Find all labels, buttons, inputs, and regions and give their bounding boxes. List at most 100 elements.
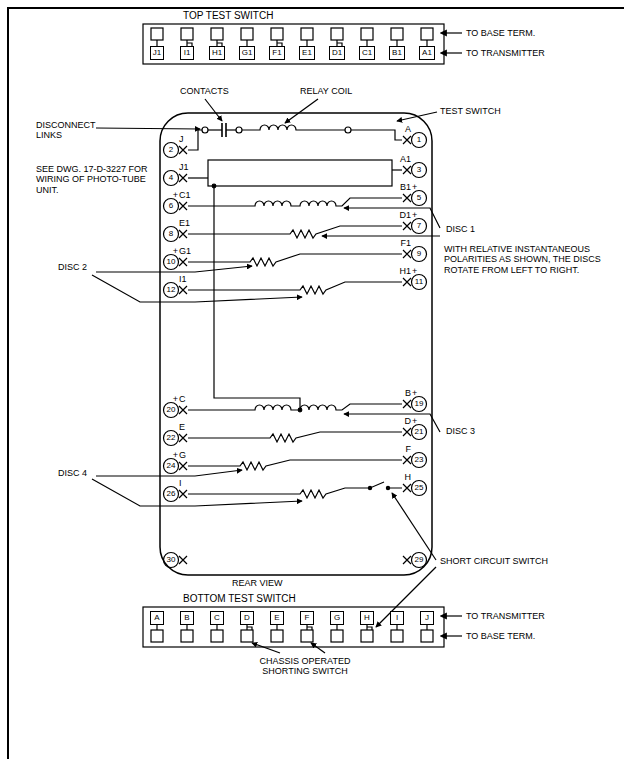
- terminal-letter: E1: [179, 218, 190, 228]
- arrow-line: [446, 635, 462, 636]
- terminal-circle: [164, 553, 179, 568]
- terminal-circle: [412, 247, 427, 262]
- terminal-mark: [179, 490, 187, 498]
- terminal-letter: H: [405, 472, 412, 482]
- terminal-letter: B1: [392, 48, 402, 57]
- callout-label: WITH RELATIVE INSTANTANEOUS POLARITIES A…: [444, 244, 614, 275]
- switch-terminal: J1: [150, 46, 164, 60]
- terminal-mark: [403, 250, 411, 258]
- terminal-number: 25: [415, 484, 424, 492]
- switch-link: [276, 625, 277, 630]
- callout-label: DISC 2: [58, 262, 87, 272]
- switch-terminal: A: [150, 611, 164, 625]
- switch-terminal: F: [300, 611, 314, 625]
- shorting-switch-symbol: [247, 627, 252, 630]
- switch-terminal-square: [421, 28, 433, 40]
- terminal-circle: [164, 431, 179, 446]
- switch-terminal-square: [301, 28, 313, 40]
- callout-label: TO TRANSMITTER: [466, 611, 545, 621]
- switch-terminal: C: [210, 611, 224, 625]
- terminal-circle: [412, 133, 427, 148]
- terminal-letter: C: [179, 394, 186, 404]
- wire: [208, 129, 222, 130]
- terminal-circle: [412, 275, 427, 290]
- terminal-mark: [403, 222, 411, 230]
- wire-loop: [208, 160, 392, 186]
- terminal-letter: A1: [400, 154, 411, 164]
- terminal-mark: [179, 202, 187, 210]
- contacts-symbol: [222, 123, 226, 137]
- terminal-mark: [179, 286, 187, 294]
- switch-terminal-square: [151, 28, 163, 40]
- terminal-letter: C1: [179, 190, 191, 200]
- terminal-circle: [412, 219, 427, 234]
- callout-label: SEE DWG. 17-D-3227 FOR WIRING OF PHOTO-T…: [36, 164, 148, 195]
- terminal-number: 3: [417, 166, 421, 174]
- terminal-mark: [179, 434, 187, 442]
- test-switch: BOTTOM TEST SWITCHABCDEFGHIJ: [143, 593, 444, 649]
- polarity-mark: +: [412, 266, 417, 276]
- switch-terminal: I1: [180, 46, 194, 60]
- terminal-letter: E: [179, 422, 185, 432]
- terminal-number: 19: [415, 400, 424, 408]
- terminal-letter: J: [179, 134, 184, 144]
- terminal-circle: [164, 227, 179, 242]
- terminal-letter: F1: [400, 238, 411, 248]
- arrow-line: [446, 32, 462, 33]
- leader-line: [397, 112, 437, 121]
- callout-label: SHORT CIRCUIT SWITCH: [440, 556, 548, 566]
- wire: [392, 169, 402, 170]
- callout-label: REAR VIEW: [232, 578, 283, 588]
- terminal-letter: F1: [272, 48, 281, 57]
- switch-terminal: H: [360, 611, 374, 625]
- terminal-letter: I1: [184, 48, 191, 57]
- terminal-number: 5: [417, 194, 421, 202]
- switch-link: [336, 625, 337, 630]
- switch-frame: [143, 24, 444, 64]
- callout-label: TO TRANSMITTER: [466, 48, 545, 58]
- leader-line: [92, 275, 302, 302]
- switch-contact: [386, 486, 389, 489]
- terminal-number: 8: [169, 230, 173, 238]
- current-coil: [188, 198, 402, 206]
- terminal-mark: [403, 194, 411, 202]
- polarity-mark: +: [173, 394, 178, 404]
- terminal-mark: [403, 278, 411, 286]
- terminal-letter: H1: [399, 266, 411, 276]
- switch-terminal: A1: [419, 46, 435, 60]
- leader-line: [376, 567, 436, 627]
- terminal-letter: A1: [422, 48, 432, 57]
- terminal-letter: G1: [179, 246, 191, 256]
- terminal-mark: [179, 146, 187, 154]
- resistor-winding: [188, 460, 402, 470]
- terminal-number: 1: [417, 136, 421, 144]
- polarity-mark: +: [412, 210, 417, 220]
- switch-terminal: I: [390, 611, 404, 625]
- callout-label: TEST SWITCH: [440, 106, 501, 116]
- switch-heading: BOTTOM TEST SWITCH: [183, 593, 296, 604]
- callout-label: TO BASE TERM.: [466, 28, 535, 38]
- callout-label: DISC 3: [446, 426, 475, 436]
- switch-pivot: [368, 486, 371, 489]
- terminal-number: 23: [415, 456, 424, 464]
- callout-label: DISC 1: [446, 224, 475, 234]
- terminal-mark: [403, 428, 411, 436]
- polarity-mark: +: [412, 416, 417, 426]
- resistor-winding: [188, 254, 402, 266]
- terminal-letter: I: [179, 478, 182, 488]
- switch-link: [156, 625, 157, 630]
- terminal-circle: [412, 481, 427, 496]
- leader-line: [285, 99, 318, 123]
- terminal-letter: D1: [399, 210, 411, 220]
- resistor-winding: [188, 282, 402, 294]
- leader-line: [322, 235, 440, 236]
- terminal-number: 10: [167, 258, 176, 266]
- terminal-letter: A: [405, 124, 411, 134]
- switch-terminal-square: [361, 28, 373, 40]
- terminal-mark: [179, 174, 187, 182]
- leader-line: [311, 643, 325, 653]
- switch-terminal-square: [421, 630, 433, 642]
- disconnect-link: [236, 127, 242, 133]
- callout-label: DISCONNECT LINKS: [36, 120, 94, 141]
